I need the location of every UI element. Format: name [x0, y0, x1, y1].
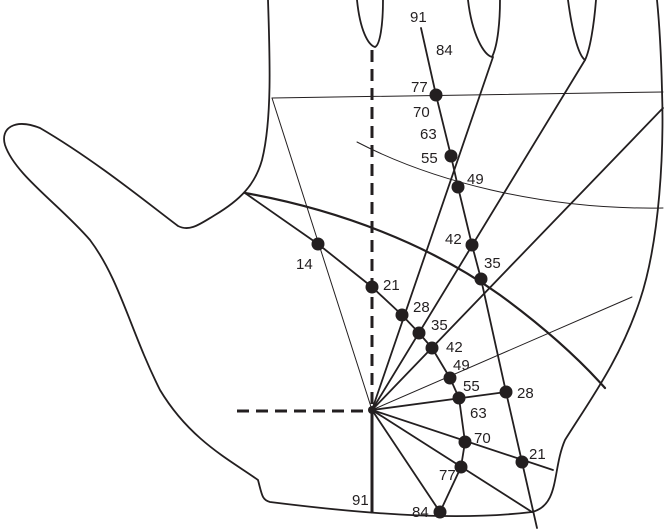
finger-gap-middle-ring [467, 0, 501, 58]
label-49: 49 [453, 357, 470, 374]
label-top-35: 35 [484, 255, 501, 272]
label-77: 77 [439, 467, 456, 484]
dot-top-77 [429, 88, 443, 102]
label-35: 35 [431, 317, 448, 334]
dot-21 [365, 280, 379, 294]
dot-14 [311, 237, 325, 251]
hand-outline [3, 0, 664, 518]
label-top-84: 84 [436, 42, 453, 59]
dot-70 [458, 435, 472, 449]
ray-to-84 [371, 409, 441, 513]
label-top-55: 55 [421, 150, 438, 167]
finger-gap-ring-little [567, 0, 597, 61]
thin-ray-right [371, 296, 633, 411]
label-91: 91 [352, 492, 369, 509]
center-point [368, 406, 376, 414]
label-63: 63 [470, 405, 487, 422]
head-line-thin [356, 141, 664, 209]
dot-top-55 [444, 149, 458, 163]
finger-gap-index-middle [356, 0, 384, 48]
label-42: 42 [446, 339, 463, 356]
label-21: 21 [383, 277, 400, 294]
label-top-91: 91 [410, 9, 427, 26]
label-top-77: 77 [411, 79, 428, 96]
thin-ray-upper [271, 97, 373, 411]
label-right-28: 28 [517, 385, 534, 402]
dot-right-21 [515, 455, 529, 469]
heart-line [243, 191, 607, 390]
ray-to-bottom [371, 409, 533, 513]
dot-top-35 [474, 272, 488, 286]
dot-top-42 [465, 238, 479, 252]
label-14: 14 [296, 256, 313, 273]
label-top-42: 42 [445, 231, 462, 248]
ray-to-right-edge [371, 107, 664, 411]
label-top-70: 70 [413, 104, 430, 121]
scale-points [311, 88, 529, 519]
label-28: 28 [413, 299, 430, 316]
dot-42 [425, 341, 439, 355]
dot-35 [412, 326, 426, 340]
label-top-63: 63 [420, 126, 437, 143]
ray-to-28 [371, 391, 507, 411]
dot-28 [395, 308, 409, 322]
finger-base-line [271, 91, 664, 99]
dot-55 [452, 391, 466, 405]
label-top-49: 49 [467, 171, 484, 188]
ray-to-ring-gap [371, 59, 586, 411]
ray-to-middle-gap [371, 56, 494, 411]
dot-84 [433, 505, 447, 519]
label-55: 55 [463, 378, 480, 395]
label-70: 70 [474, 430, 491, 447]
dot-top-49 [451, 180, 465, 194]
label-84: 84 [412, 504, 429, 521]
dot-right-28 [499, 385, 513, 399]
dot-77 [454, 460, 468, 474]
label-right-21: 21 [529, 446, 546, 463]
dot-49 [443, 371, 457, 385]
